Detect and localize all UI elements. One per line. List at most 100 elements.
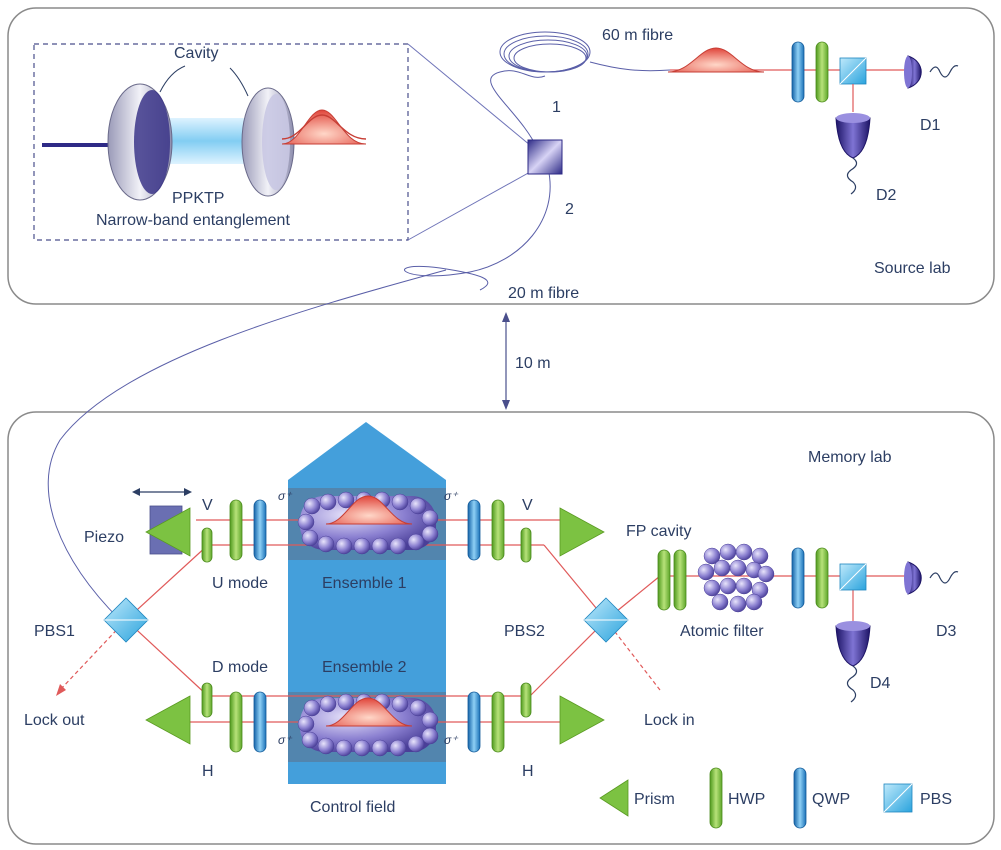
legend-qwp-icon	[793, 767, 807, 829]
u-mode-label: U mode	[212, 575, 268, 592]
lock-out-arrow	[59, 619, 127, 691]
legend-hwp-label: HWP	[728, 791, 765, 808]
prism-top-right	[559, 507, 605, 557]
cavity-mirror-right	[241, 87, 295, 197]
qwp-upper-left	[253, 499, 267, 561]
memory-lab-frame	[7, 411, 995, 845]
d4-label: D4	[870, 675, 891, 692]
hwp-source	[815, 41, 829, 103]
qwp-upper-right	[467, 499, 481, 561]
fibre-60m-to-bs	[490, 70, 546, 151]
inset-zoom-line-bottom	[407, 161, 549, 241]
sigma-label-4: σ⁺	[444, 733, 459, 747]
fibre-beam-splitter	[527, 139, 563, 175]
hwp-small-top-right	[520, 527, 532, 563]
piezo-label: Piezo	[84, 529, 124, 546]
hwp-detect	[815, 547, 829, 609]
entangled-pulse-inset	[281, 109, 367, 145]
fibre-20m-label: 20 m fibre	[508, 285, 579, 302]
h-label-left: H	[202, 763, 214, 780]
memory-lab-label: Memory lab	[808, 449, 892, 466]
qwp-lower-left	[253, 691, 267, 753]
inset-zoom-line-top	[407, 43, 549, 161]
qwp-detect	[791, 547, 805, 609]
ppktp-label: PPKTP	[172, 190, 224, 207]
fp-cavity-plate-2	[673, 549, 687, 611]
atomic-filter-label: Atomic filter	[680, 623, 764, 640]
ensemble2-label: Ensemble 2	[322, 659, 407, 676]
port-1-label: 1	[552, 99, 561, 116]
sigma-label-3: σ⁺	[278, 733, 293, 747]
v-label-left: V	[202, 497, 213, 514]
prism-bottom-left	[145, 695, 191, 745]
detector-d1	[904, 55, 959, 89]
pbs2	[583, 597, 629, 643]
hwp-lower-left	[229, 691, 243, 753]
d1-label: D1	[920, 117, 941, 134]
legend: Prism HWP QWP PBS	[599, 767, 952, 829]
hwp-upper-left	[229, 499, 243, 561]
legend-pbs-label: PBS	[920, 791, 952, 808]
hwp-small-bottom-left	[201, 682, 213, 718]
hwp-lower-right	[491, 691, 505, 753]
control-field-label: Control field	[310, 799, 395, 816]
pbs2-label: PBS2	[504, 623, 545, 640]
legend-pbs-diagonal	[883, 783, 913, 813]
hwp-upper-right	[491, 499, 505, 561]
lock-out-label: Lock out	[24, 712, 85, 729]
source-lab-frame	[7, 7, 995, 305]
distance-arrowhead-top	[502, 312, 510, 322]
fibre-to-memory-lab	[47, 269, 447, 621]
h-label-right: H	[522, 763, 534, 780]
prism-top-left	[145, 507, 191, 557]
piezo-arrowhead-left	[132, 488, 140, 496]
d-mode-label: D mode	[212, 659, 268, 676]
sigma-label-1: σ⁺	[278, 489, 293, 503]
ensemble-2	[297, 693, 439, 757]
lock-in-label: Lock in	[644, 712, 695, 729]
atomic-filter	[697, 543, 775, 613]
legend-prism-icon	[599, 779, 629, 817]
sigma-label-2: σ⁺	[444, 489, 459, 503]
fibre-60m-label: 60 m fibre	[602, 27, 673, 44]
qwp-source	[791, 41, 805, 103]
memory-beams	[125, 519, 905, 723]
source-lab-label: Source lab	[874, 260, 951, 277]
v-label-right: V	[522, 497, 533, 514]
detector-d2	[835, 113, 871, 195]
prism-bottom-right	[559, 695, 605, 745]
cavity-pointer-left	[159, 65, 186, 93]
qwp-lower-right	[467, 691, 481, 753]
ensemble-1	[297, 491, 439, 555]
fp-cavity-label: FP cavity	[626, 523, 692, 540]
distance-arrowhead-bottom	[502, 400, 510, 410]
d3-label: D3	[936, 623, 957, 640]
inset-box	[33, 43, 409, 241]
lock-in-arrow	[611, 627, 661, 691]
pbs1-label: PBS1	[34, 623, 75, 640]
fibre-60m-output	[589, 61, 671, 72]
legend-qwp-label: QWP	[812, 791, 850, 808]
cavity-mirror-left	[107, 83, 173, 201]
ensemble1-label: Ensemble 1	[322, 575, 407, 592]
distance-label: 10 m	[515, 355, 551, 372]
piezo-arrowhead-right	[184, 488, 192, 496]
lock-out-arrowhead	[56, 684, 66, 696]
legend-prism-label: Prism	[634, 791, 675, 808]
pbs-source-diagonal	[839, 57, 867, 85]
fibre-coil-60m	[499, 31, 591, 73]
detector-d3	[904, 561, 959, 595]
narrow-band-label: Narrow-band entanglement	[96, 212, 290, 229]
cavity-label: Cavity	[174, 45, 218, 62]
legend-hwp-icon	[709, 767, 723, 829]
hwp-small-top-left	[201, 527, 213, 563]
pbs-detect-diagonal	[839, 563, 867, 591]
port-2-label: 2	[565, 201, 574, 218]
d2-label: D2	[876, 187, 897, 204]
pbs1	[103, 597, 149, 643]
entangled-pulse-inset-line	[281, 114, 367, 140]
cavity-pointer-right	[229, 67, 249, 97]
photon-pulse-source	[667, 47, 765, 73]
fibre-20m	[404, 167, 551, 291]
